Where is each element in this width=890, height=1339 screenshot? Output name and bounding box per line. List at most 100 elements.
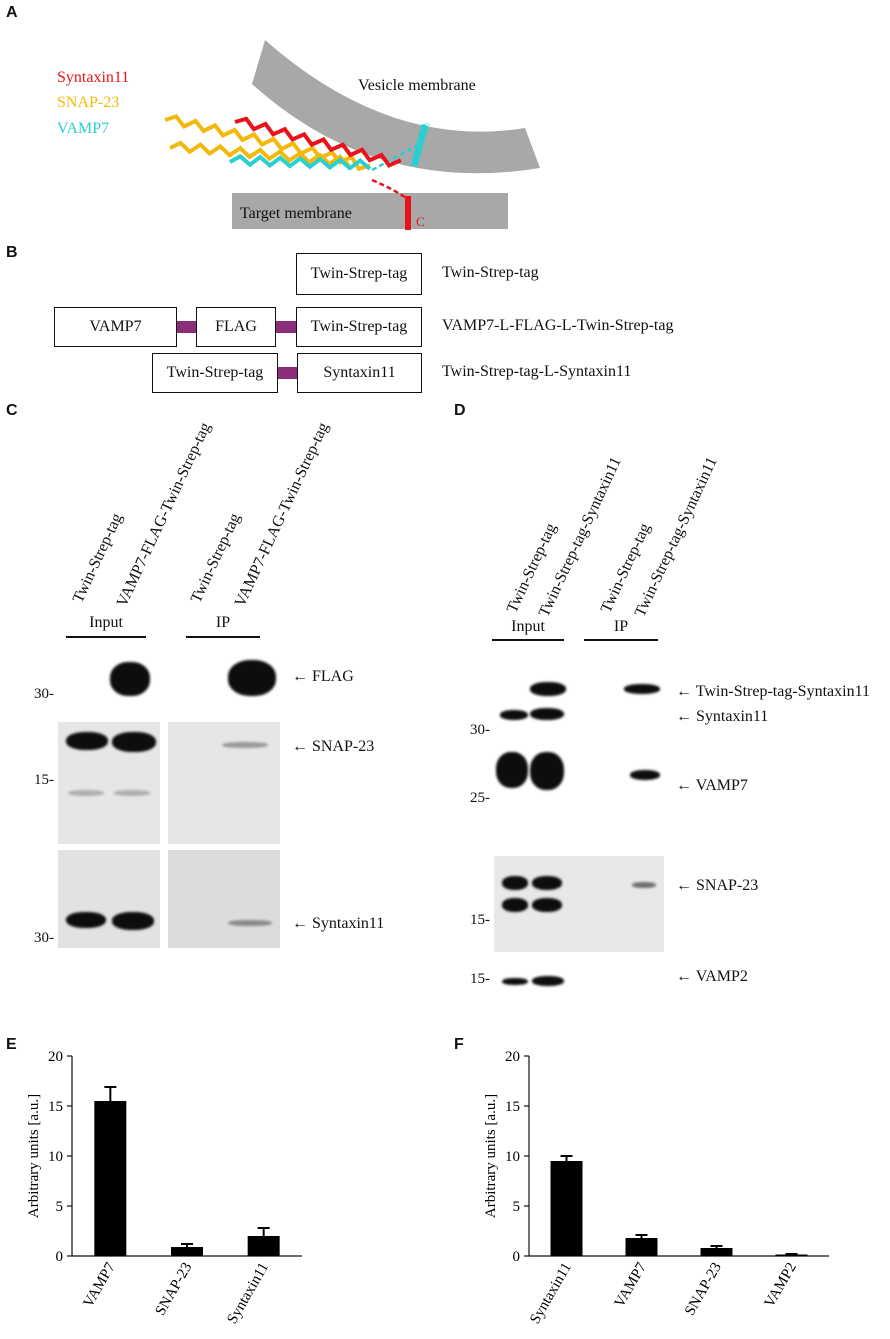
vamp7-helix [229, 153, 372, 171]
y-tick-label: 5 [56, 1199, 64, 1215]
bar-vamp7 [94, 1101, 127, 1256]
panel-letter-d: D [454, 402, 466, 419]
panel-letter-b: B [6, 244, 18, 261]
vamp7-tm [410, 124, 429, 167]
y-tick-label: 0 [513, 1249, 521, 1265]
band-c-snap23-input-faint-2 [114, 790, 150, 796]
group-line-c-input [66, 636, 146, 638]
y-tick-label: 5 [513, 1199, 521, 1215]
y-axis-label: Arbitrary units [a.u.] [483, 1094, 499, 1218]
band-d-tagged-input [530, 682, 566, 696]
x-tick-label: Syntaxin11 [527, 1260, 575, 1327]
band-d-tagged-ip [624, 684, 660, 694]
blot-c-snap23-ip [168, 722, 280, 844]
twin-strep-box-2: Twin-Strep-tag [296, 307, 422, 347]
marker-d-15a: 15- [470, 912, 490, 928]
band-c-snap23-input-1 [66, 732, 108, 750]
arrow-c-flag: ← FLAG [292, 668, 354, 685]
y-tick-label: 15 [48, 1099, 63, 1115]
y-tick-label: 10 [48, 1149, 63, 1165]
legend-snap23: SNAP-23 [57, 94, 119, 111]
linker-2 [276, 321, 296, 333]
bar-vamp7 [625, 1238, 658, 1256]
vamp7-box: VAMP7 [54, 307, 177, 347]
construct-name-3: Twin-Strep-tag-L-Syntaxin11 [442, 363, 632, 380]
linker-3 [278, 367, 297, 379]
blot-c-syntaxin11-ip [168, 850, 280, 948]
band-c-snap23-input-2 [112, 732, 156, 752]
band-c-syntaxin11-ip [228, 920, 272, 926]
arrow-c-snap23: ← SNAP-23 [292, 738, 375, 755]
blot-c-flag [58, 648, 280, 714]
band-label-d-vamp7: VAMP7 [695, 777, 748, 794]
x-tick-label: VAMP2 [762, 1260, 800, 1310]
arrow-d-tagged: ← Twin-Strep-tag-Syntaxin11 [676, 683, 870, 700]
construct-name-1: Twin-Strep-tag [442, 264, 539, 281]
twin-strep-box-1: Twin-Strep-tag [296, 253, 422, 295]
x-tick-label: Syntaxin11 [224, 1260, 272, 1327]
group-label-d-ip: IP [613, 618, 629, 635]
syntaxin11-box: Syntaxin11 [297, 353, 422, 393]
band-label-d-vamp2: VAMP2 [695, 968, 748, 985]
y-tick-label: 10 [505, 1149, 520, 1165]
blot-c-syntaxin11-input [58, 850, 160, 948]
band-c-snap23-ip [222, 742, 268, 748]
band-c-syntaxin11-input-1 [66, 912, 106, 928]
y-tick-label: 15 [505, 1099, 520, 1115]
x-tick-label: VAMP7 [612, 1260, 651, 1311]
band-d-vamp2-input-1 [502, 978, 528, 985]
band-c-flag-input [110, 662, 150, 696]
bar-syntaxin11 [247, 1236, 280, 1256]
band-label-d-syntaxin11: Syntaxin11 [696, 708, 769, 725]
marker-c-30b: 30- [34, 930, 54, 946]
group-label-c-ip: IP [215, 614, 231, 631]
target-membrane [232, 193, 508, 229]
x-tick-label: SNAP-23 [152, 1260, 195, 1319]
group-label-d-input: Input [511, 618, 545, 635]
band-label-d-tagged: Twin-Strep-tag-Syntaxin11 [695, 683, 870, 700]
band-c-snap23-input-faint-1 [68, 790, 104, 796]
blot-d-syntaxin11 [494, 644, 666, 740]
band-d-vamp2-input-2 [532, 976, 564, 986]
band-label-c-syntaxin11: Syntaxin11 [312, 915, 385, 932]
band-label-c-flag: FLAG [312, 668, 354, 685]
marker-d-15b: 15- [470, 971, 490, 987]
band-label-d-snap23: SNAP-23 [696, 877, 759, 894]
band-d-snap23-input-3 [502, 898, 528, 912]
band-c-syntaxin11-input-2 [112, 912, 154, 930]
band-d-vamp7-ip [630, 770, 660, 780]
bar-snap-23 [171, 1247, 203, 1256]
band-d-syntaxin11-input-2 [530, 708, 564, 720]
panel-letter-f: F [454, 1036, 464, 1053]
bar-snap-23 [700, 1248, 733, 1256]
marker-c-30a: 30- [34, 686, 54, 702]
y-tick-label: 0 [56, 1249, 64, 1265]
bar-syntaxin11 [550, 1161, 583, 1256]
group-line-d-ip [584, 639, 658, 641]
group-line-d-input [492, 639, 564, 641]
y-tick-label: 20 [48, 1049, 63, 1065]
vamp7-c-terminus: C [422, 120, 431, 135]
band-d-syntaxin11-input-1 [500, 710, 528, 720]
arrow-d-vamp7: ← VAMP7 [676, 777, 748, 794]
arrow-c-syntaxin11: ← Syntaxin11 [292, 915, 385, 932]
snap23-helix-2 [169, 140, 351, 168]
arrow-d-snap23: ← SNAP-23 [676, 877, 759, 894]
linker-1 [177, 321, 196, 333]
target-membrane-label: Target membrane [240, 205, 352, 222]
blot-d-vamp2 [494, 962, 666, 1020]
marker-c-15: 15- [34, 772, 54, 788]
band-d-snap23-ip [632, 882, 656, 888]
y-tick-label: 20 [505, 1049, 520, 1065]
syntaxin11-linker [371, 178, 407, 200]
construct-name-2: VAMP7-L-FLAG-L-Twin-Strep-tag [442, 317, 674, 334]
snare-complex-diagram: C C Vesicle membrane Target membrane Syn… [57, 40, 540, 230]
blot-d-snap23 [494, 856, 664, 952]
band-d-snap23-input-4 [532, 898, 562, 912]
x-tick-label: VAMP7 [80, 1260, 119, 1311]
syntaxin11-helix [234, 116, 402, 168]
marker-d-25: 25- [470, 790, 490, 806]
vamp7-linker [371, 143, 419, 172]
y-axis-label: Arbitrary units [a.u.] [26, 1094, 42, 1218]
